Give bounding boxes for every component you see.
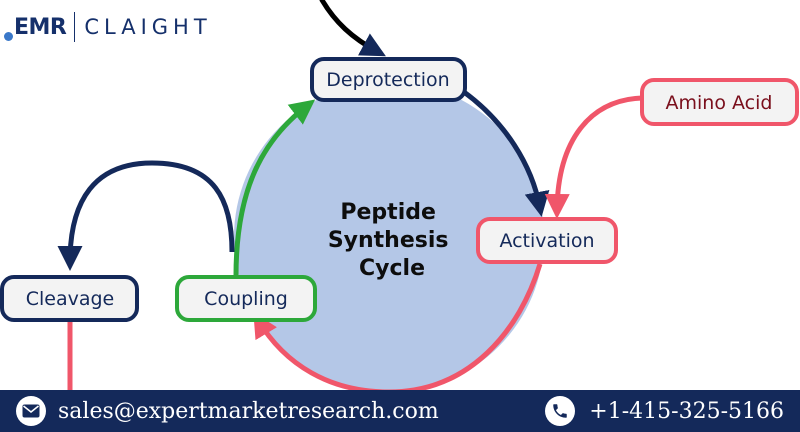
phone-number[interactable]: +1-415-325-5166	[589, 398, 784, 424]
node-activation: Activation	[476, 217, 618, 264]
arrow-coupling-to-deprotection	[233, 99, 316, 277]
arrow-amino-acid-to-activation	[544, 95, 643, 219]
logo-emr-text: EMR	[4, 15, 67, 41]
node-amino-acid: Amino Acid	[640, 78, 799, 126]
svg-text:Deprotection: Deprotection	[326, 69, 449, 91]
svg-text:Cleavage: Cleavage	[26, 288, 115, 310]
phone-icon	[545, 396, 576, 426]
node-deprotection: Deprotection	[310, 57, 467, 102]
phone-contact[interactable]: +1-415-325-5166	[545, 396, 784, 426]
logo-claight-text: CLAIGHT	[84, 15, 212, 39]
logo-dot-icon	[4, 31, 13, 41]
svg-text:Activation: Activation	[499, 230, 594, 252]
email-address[interactable]: sales@expertmarketresearch.com	[58, 398, 439, 424]
contact-footer: sales@expertmarketresearch.com +1-415-32…	[0, 390, 800, 432]
arrow-input-to-deprotection	[319, 0, 386, 57]
email-contact[interactable]: sales@expertmarketresearch.com	[16, 396, 439, 426]
svg-text:Amino Acid: Amino Acid	[666, 92, 773, 114]
node-coupling: Coupling	[175, 275, 317, 322]
brand-logo: EMR CLAIGHT	[4, 8, 212, 46]
arrow-coupling-to-cleavage	[57, 160, 235, 271]
center-label: Peptide Synthesis Cycle	[328, 200, 456, 281]
svg-text:Coupling: Coupling	[204, 288, 288, 310]
node-cleavage: Cleavage	[0, 275, 139, 322]
envelope-icon	[16, 396, 46, 426]
logo-divider	[74, 12, 76, 42]
arrow-deprotection-to-activation	[462, 89, 550, 217]
